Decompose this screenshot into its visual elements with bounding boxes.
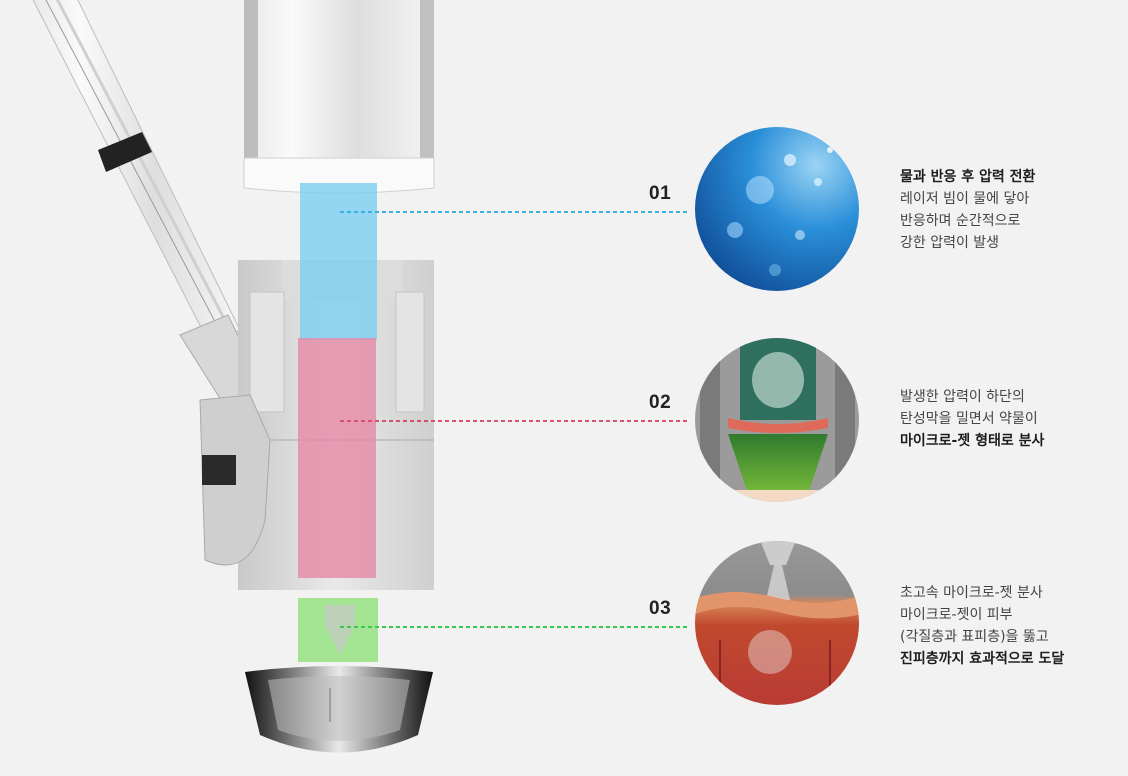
step-2-line-1: 발생한 압력이 하단의 (900, 389, 1025, 405)
membrane-zone (298, 338, 376, 578)
step-3-line-4: 진피층까지 효과적으로 도달 (900, 651, 1065, 667)
step-3-line-2: 마이크로-젯이 피부 (900, 607, 1013, 623)
step-1-line-3: 반응하며 순간적으로 (900, 213, 1021, 229)
step-description-3: 초고속 마이크로-젯 분사 마이크로-젯이 피부 (각질층과 표피층)을 뚫고 … (900, 582, 1064, 670)
step-number-2: 02 (649, 392, 672, 413)
step-2-line-3: 마이크로-젯 형태로 분사 (900, 433, 1045, 449)
step-description-1: 물과 반응 후 압력 전환 레이저 빔이 물에 닿아 반응하며 순간적으로 강한… (900, 166, 1035, 254)
membrane-image (695, 338, 859, 502)
step-1-line-4: 강한 압력이 발생 (900, 235, 1000, 251)
water-bubbles-image (695, 127, 859, 291)
step-number-1: 01 (649, 183, 672, 204)
laser-tube (243, 0, 435, 194)
syringe (32, 0, 276, 431)
step-1-line-2: 레이저 빔이 물에 닿아 (900, 191, 1030, 207)
step-number-3: 03 (649, 598, 672, 619)
water-zone (300, 183, 377, 340)
nozzle-cap (245, 666, 433, 753)
skin-image (695, 541, 859, 705)
step-1-line-1: 물과 반응 후 압력 전환 (900, 169, 1036, 185)
step-2-line-2: 탄성막을 밀면서 약물이 (900, 411, 1038, 427)
step-3-line-1: 초고속 마이크로-젯 분사 (900, 585, 1043, 601)
step-3-line-3: (각질층과 표피층)을 뚫고 (900, 629, 1049, 645)
step-description-2: 발생한 압력이 하단의 탄성막을 밀면서 약물이 마이크로-젯 형태로 분사 (900, 386, 1044, 452)
